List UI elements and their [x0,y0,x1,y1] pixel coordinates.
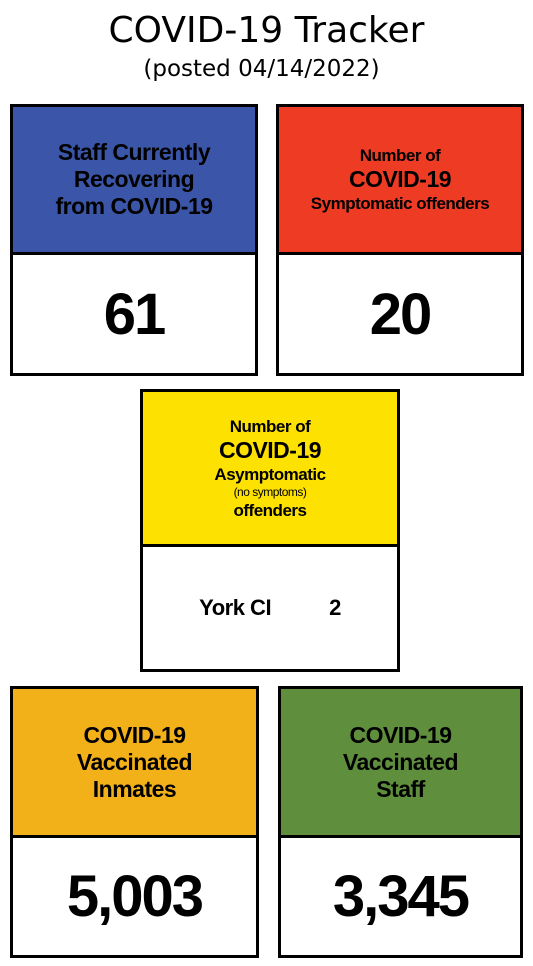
header-line: Staff Currently [57,139,211,165]
header-line: COVID-19 [348,166,452,192]
header-line: Vaccinated [342,748,459,775]
header-line: Symptomatic offenders [310,194,490,213]
card-value: 61 [103,281,167,347]
header-line: COVID-19 [83,721,186,748]
facility-count: 2 [329,595,341,620]
page-title: COVID-19 Tracker [108,10,425,51]
card-header: COVID-19 Vaccinated Staff [281,689,520,838]
header-line: Vaccinated [76,748,193,775]
card-vaccinated-inmates: COVID-19 Vaccinated Inmates 5,003 [10,686,259,958]
header-line: Inmates [92,775,177,802]
card-header: Number of COVID-19 Asymptomatic (no symp… [143,392,397,547]
card-staff-recovering: Staff Currently Recovering from COVID-19… [10,104,258,376]
card-header: Staff Currently Recovering from COVID-19 [13,107,255,255]
card-asymptomatic-offenders: Number of COVID-19 Asymptomatic (no symp… [140,389,400,672]
facility-row: York CI 2 [143,547,397,669]
facility-name: York CI [199,595,272,620]
posted-date: (posted 04/14/2022) [143,56,380,82]
header-line: offenders [233,500,307,520]
header-line: COVID-19 [349,721,452,748]
header-line: COVID-19 [218,436,322,463]
card-value: 5,003 [66,864,204,929]
header-line: Asymptomatic [214,464,326,484]
header-line: Recovering [73,166,195,192]
header-line: from COVID-19 [55,193,213,219]
card-value: 3,345 [332,864,470,929]
card-vaccinated-staff: COVID-19 Vaccinated Staff 3,345 [278,686,523,958]
header-line: Staff [376,775,425,802]
card-header: Number of COVID-19 Symptomatic offenders [279,107,521,255]
card-symptomatic-offenders: Number of COVID-19 Symptomatic offenders… [276,104,524,376]
header-line: (no symptoms) [233,484,307,499]
header-line: Number of [359,146,441,165]
card-header: COVID-19 Vaccinated Inmates [13,689,256,838]
header-line: Number of [229,416,311,436]
card-value: 20 [369,281,433,347]
